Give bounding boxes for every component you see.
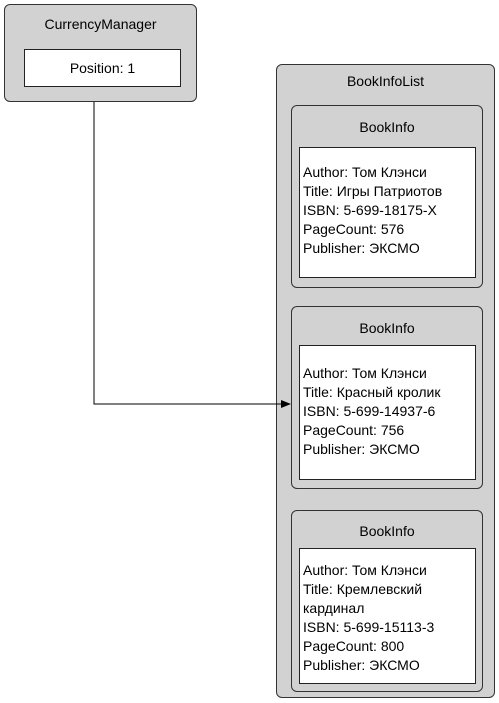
position-field: Position: 1 bbox=[24, 49, 181, 87]
title-line-continued: кардинал bbox=[303, 600, 365, 616]
book-info-details: Author: Том Клэнси Title: Кремлевский ка… bbox=[299, 548, 476, 684]
position-label: Position: 1 bbox=[69, 60, 136, 76]
isbn-line: ISBN: 5-699-15113-3 bbox=[303, 619, 435, 635]
book-info-details: Author: Том Клэнси Title: Красный кролик… bbox=[299, 345, 476, 480]
author-line: Author: Том Клэнси bbox=[303, 562, 427, 578]
book-info-box: BookInfo Author: Том Клэнси Title: Красн… bbox=[291, 306, 483, 489]
author-line: Author: Том Клэнси bbox=[303, 164, 427, 180]
book-info-box: BookInfo Author: Том Клэнси Title: Игры … bbox=[291, 105, 483, 288]
book-info-list-title: BookInfoList bbox=[346, 73, 425, 89]
isbn-line: ISBN: 5-699-18175-X bbox=[303, 202, 437, 218]
page-count-line: PageCount: 756 bbox=[303, 422, 405, 438]
isbn-line: ISBN: 5-699-14937-6 bbox=[303, 403, 436, 419]
currency-manager-title: CurrencyManager bbox=[44, 16, 157, 32]
publisher-line: Publisher: ЭКСМО bbox=[303, 240, 420, 256]
page-count-line: PageCount: 800 bbox=[303, 638, 405, 654]
book-info-title: BookInfo bbox=[359, 119, 415, 135]
title-line: Title: Игры Патриотов bbox=[303, 183, 443, 199]
book-info-list-box: BookInfoList BookInfo Author: Том Клэнси… bbox=[276, 64, 495, 698]
book-info-title: BookInfo bbox=[359, 523, 415, 539]
book-info-title: BookInfo bbox=[359, 320, 415, 336]
author-line: Author: Том Клэнси bbox=[303, 365, 427, 381]
book-info-box: BookInfo Author: Том Клэнси Title: Кремл… bbox=[291, 510, 483, 692]
book-info-details: Author: Том Клэнси Title: Игры Патриотов… bbox=[299, 147, 476, 278]
title-line: Title: Кремлевский bbox=[303, 581, 423, 597]
currency-manager-box: CurrencyManager Position: 1 bbox=[4, 4, 197, 102]
title-line: Title: Красный кролик bbox=[303, 384, 441, 400]
connector-line bbox=[93, 102, 282, 405]
page-count-line: PageCount: 576 bbox=[303, 221, 405, 237]
publisher-line: Publisher: ЭКСМО bbox=[303, 441, 420, 457]
publisher-line: Publisher: ЭКСМО bbox=[303, 657, 420, 673]
